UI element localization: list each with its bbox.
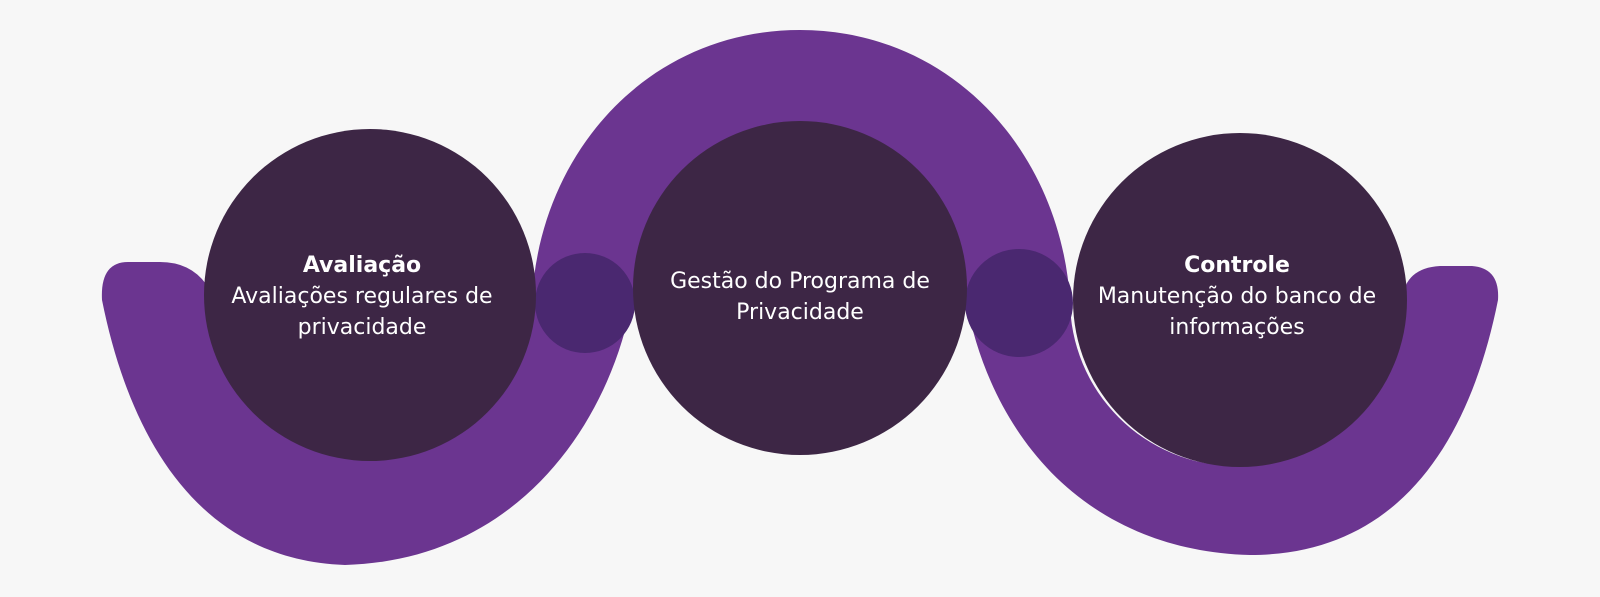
node-circle-center xyxy=(633,121,967,455)
node-title: Avaliação xyxy=(302,253,422,278)
node-control: Controle Manutenção do banco de informaç… xyxy=(1077,250,1397,343)
purple-ribbon xyxy=(101,30,1499,565)
ribbon-right-u xyxy=(966,266,1499,555)
node-description: Avaliações regulares de privacidade xyxy=(231,284,493,340)
connector-left xyxy=(535,253,635,353)
node-circle-left xyxy=(204,129,536,461)
node-evaluation: Avaliação Avaliações regulares de privac… xyxy=(202,250,522,343)
ribbon-left-u xyxy=(101,262,632,565)
connector-right xyxy=(965,249,1073,357)
node-description: Gestão do Programa de Privacidade xyxy=(670,269,930,325)
ribbon-center-arch xyxy=(532,30,1070,300)
node-circle-right xyxy=(1073,133,1407,467)
node-title: Controle xyxy=(1184,253,1290,278)
node-description: Manutenção do banco de informações xyxy=(1097,284,1377,340)
node-program-management: Gestão do Programa de Privacidade xyxy=(640,266,960,328)
